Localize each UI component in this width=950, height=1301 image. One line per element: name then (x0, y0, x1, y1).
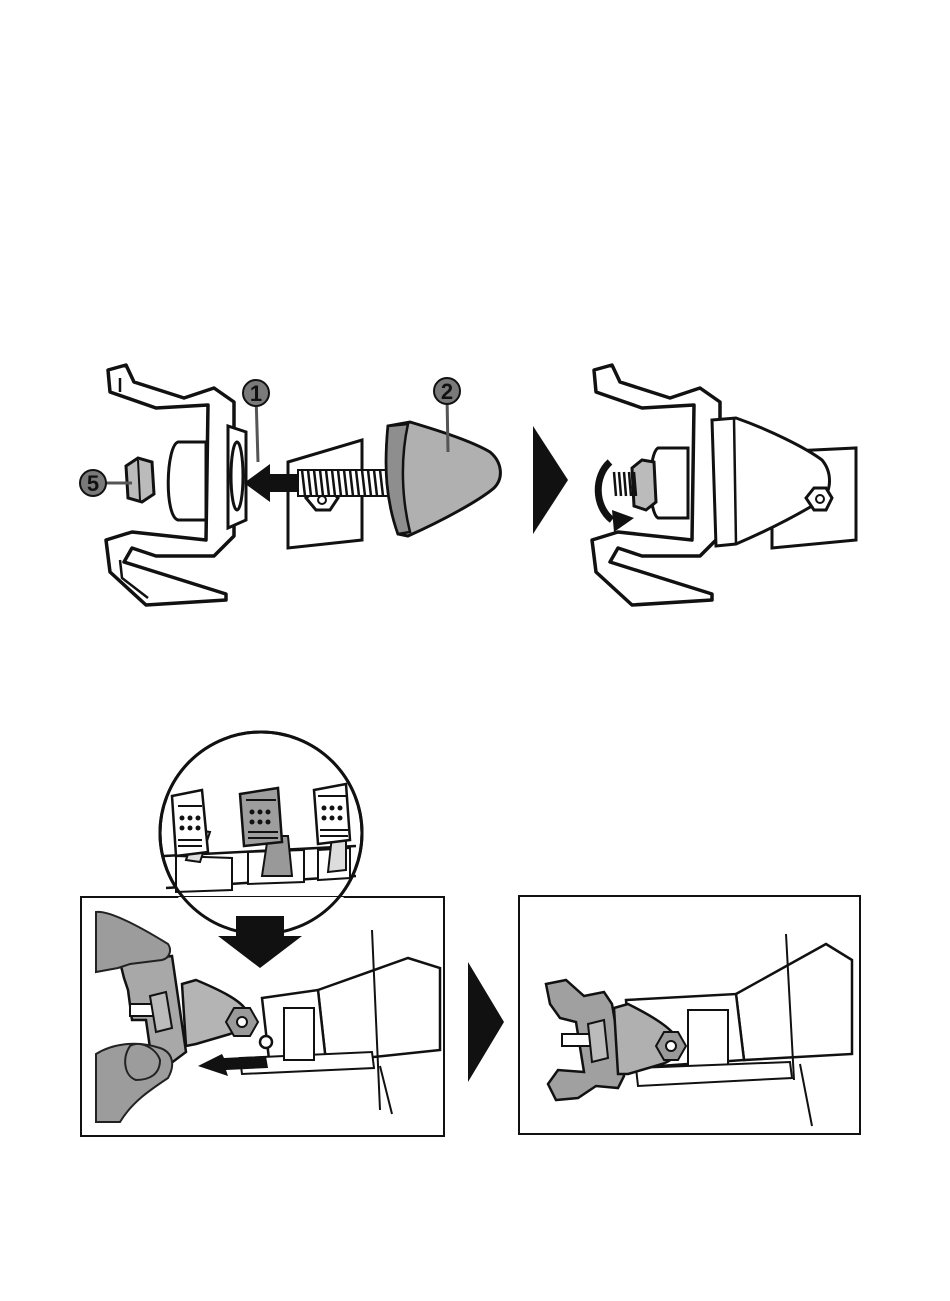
bracket-boss (168, 442, 206, 520)
pedal-base (318, 958, 440, 1062)
callout-5: 5 (80, 470, 132, 496)
result-slider-block (688, 1010, 728, 1068)
result-pedal-base (736, 944, 852, 1060)
install-panel-right (519, 896, 860, 1134)
callout-5-label: 5 (87, 471, 99, 496)
rotate-arrow-head (612, 510, 634, 532)
result-hex-hole (666, 1041, 676, 1051)
slider-block (284, 1008, 314, 1060)
screw-thread (629, 472, 631, 496)
step-arrow-icon (468, 962, 504, 1082)
screw-thread (619, 472, 621, 496)
bracket-hole (231, 442, 243, 510)
plate-hole-center (318, 496, 326, 504)
step-arrow-icon (533, 426, 568, 534)
grip-hex-hole (237, 1017, 247, 1027)
rotate-arrow-icon (598, 462, 612, 520)
callout-2-label: 2 (441, 379, 453, 404)
screw-thread (614, 472, 616, 496)
assembled-plate-hole-center (816, 495, 824, 503)
pedal-left (172, 790, 210, 862)
result-nut (588, 1020, 608, 1062)
callout-1-label: 1 (250, 381, 262, 406)
threaded-screw (298, 470, 388, 496)
screw-thread (624, 472, 626, 496)
grip-screw (260, 1036, 272, 1048)
assembled-view (592, 365, 856, 605)
